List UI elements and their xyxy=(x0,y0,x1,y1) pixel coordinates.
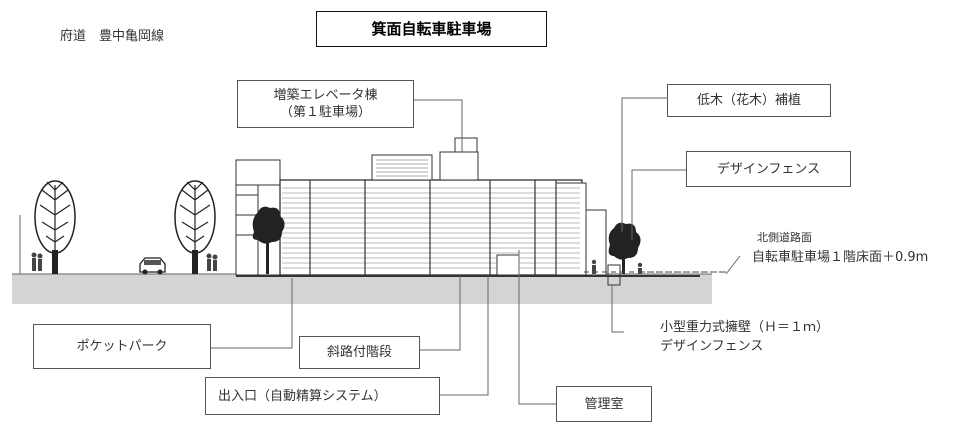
pedestrian-icons xyxy=(591,259,643,274)
north-road-line1: 北側道路面 xyxy=(757,231,812,244)
tree-icon xyxy=(174,180,216,274)
callout-elevator-tower: 増築エレベータ棟 （第１駐車場） xyxy=(237,80,414,128)
car-icon xyxy=(139,257,166,275)
callout-slope-stairs: 斜路付階段 xyxy=(299,336,420,369)
pedestrian-icons xyxy=(31,252,218,271)
callout-elevator-line2: （第１駐車場） xyxy=(279,105,371,120)
retaining-line1: 小型重力式擁壁（Ｈ＝１ｍ） xyxy=(660,320,830,335)
facility-title: 箕面自転車駐車場 xyxy=(316,11,547,47)
callout-design-fence: デザインフェンス xyxy=(686,151,851,187)
tree-icon xyxy=(608,222,641,274)
retaining-wall xyxy=(607,264,621,286)
facade-columns xyxy=(309,180,557,275)
callout-elevator-line1: 増築エレベータ棟 xyxy=(273,88,378,103)
entrance-opening xyxy=(496,254,520,276)
callout-management-office: 管理室 xyxy=(556,386,652,422)
callout-low-trees: 低木（花木）補植 xyxy=(667,84,831,117)
tree-icon xyxy=(34,180,76,274)
facade-louvers xyxy=(282,187,580,269)
road-label: 府道 豊中亀岡線 xyxy=(60,29,165,44)
leader-lines xyxy=(211,97,741,405)
north-road-line2: 自転車駐車場１階床面＋0.9m xyxy=(752,250,929,265)
building xyxy=(235,137,607,276)
callout-retaining-wall: 小型重力式擁壁（Ｈ＝１ｍ） デザインフェンス xyxy=(660,318,829,356)
callout-entrance: 出入口（自動精算システム） xyxy=(205,377,440,415)
tree-icon xyxy=(252,206,285,274)
retaining-line2: デザインフェンス xyxy=(660,339,764,354)
ground-strip xyxy=(12,274,712,304)
callout-pocket-park: ポケットパーク xyxy=(33,324,211,369)
